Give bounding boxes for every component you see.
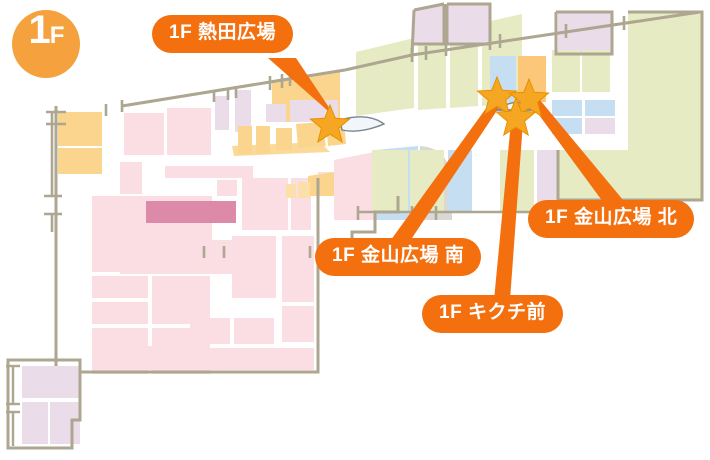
floor-badge: 1 F bbox=[12, 10, 80, 78]
map-dimension-ticks bbox=[44, 16, 626, 258]
floor-badge-number: 1 bbox=[28, 8, 51, 52]
callout-kikuchi-mae[interactable]: 1F キクチ前 bbox=[422, 295, 563, 333]
callout-kanayama-minami[interactable]: 1F 金山広場 南 bbox=[315, 238, 482, 276]
callout-kanayama-kita[interactable]: 1F 金山広場 北 bbox=[528, 200, 695, 238]
pointer-kanayama-minami bbox=[388, 100, 504, 244]
pointer-atsuta bbox=[268, 58, 336, 118]
floor-badge-suffix: F bbox=[49, 22, 65, 49]
map-annex-building bbox=[6, 358, 82, 450]
map-zones-left bbox=[58, 108, 346, 374]
callout-atsuta[interactable]: 1F 熱田広場 bbox=[152, 15, 293, 53]
kanayama-minami-star[interactable] bbox=[476, 75, 518, 116]
pointer-kikuchi-mae bbox=[494, 122, 523, 300]
atsuta-star[interactable] bbox=[309, 103, 351, 144]
kikuchi-mae-star[interactable] bbox=[495, 96, 537, 137]
atsuta-canopy-icon bbox=[339, 116, 386, 132]
star-markers bbox=[309, 75, 550, 144]
pointer-kanayama-kita bbox=[528, 100, 628, 206]
callout-pointer-lines bbox=[268, 58, 628, 300]
